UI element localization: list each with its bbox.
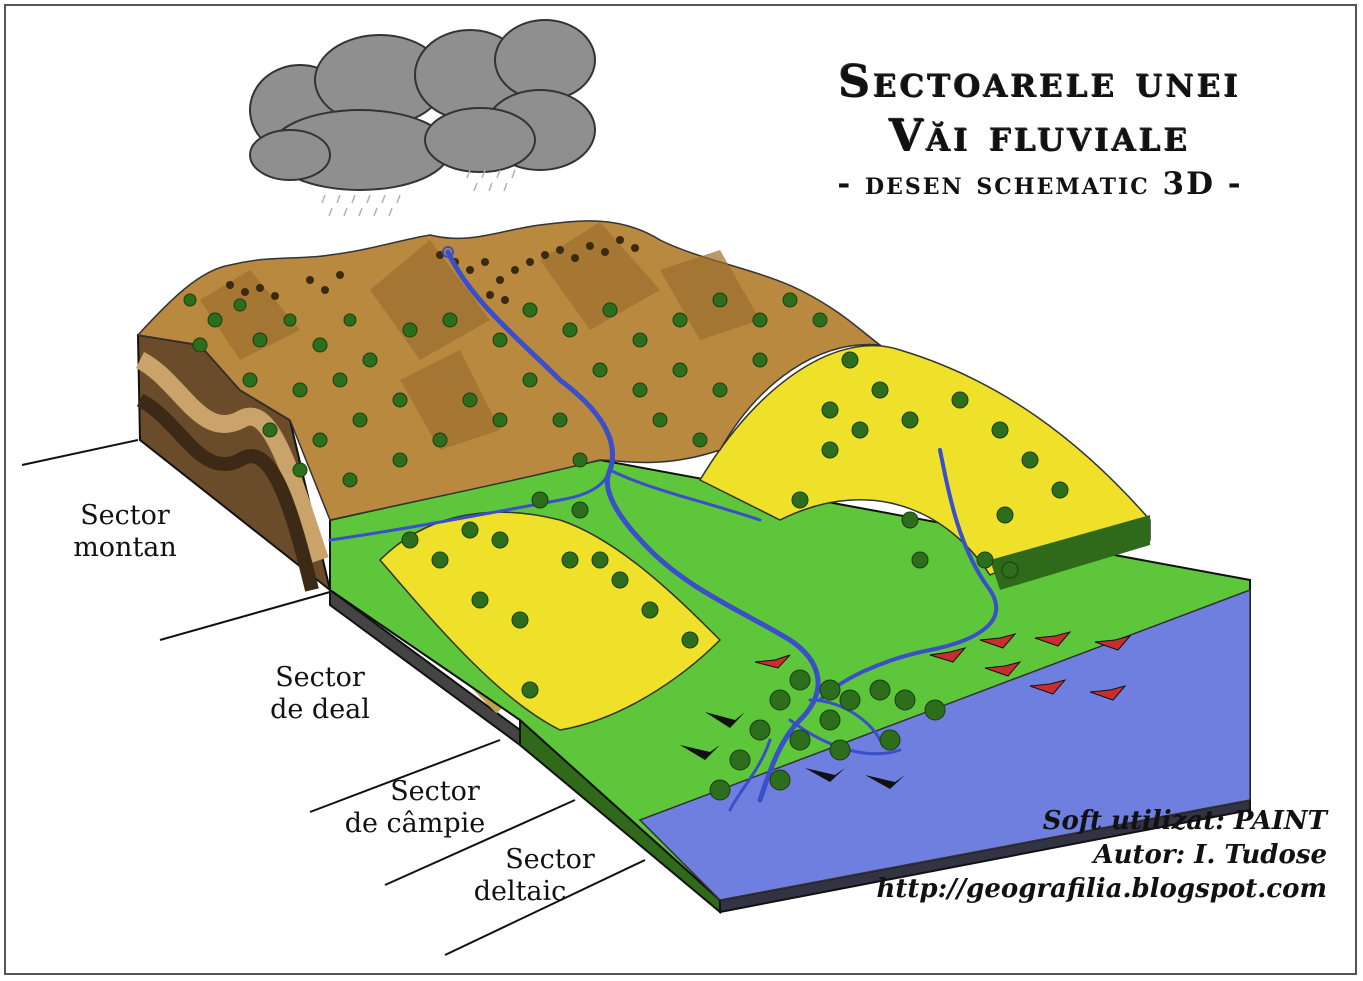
title-line-3: - desen schematic 3D - (837, 166, 1243, 202)
flamingos (754, 631, 1132, 701)
sector-label-line: montan (73, 532, 177, 563)
sector-label-montan: Sector montan (60, 500, 190, 564)
title-line-1: Sectoarele unei (838, 57, 1242, 108)
sector-label-line: Sector (505, 844, 595, 875)
river (328, 249, 999, 812)
sector-label-deal: Sector de deal (250, 662, 390, 726)
sector-label-campie: Sector de câmpie (330, 776, 500, 840)
rain-clouds (249, 19, 596, 217)
sector-label-line: Sector (390, 776, 480, 807)
sector-label-line: deltaic (473, 876, 567, 907)
sector-label-line: de câmpie (344, 808, 486, 839)
sea (638, 588, 1251, 901)
credit-software: Soft utilizat: PAINT (1042, 806, 1327, 836)
sector-label-line: Sector (80, 500, 170, 531)
credits: Soft utilizat: PAINT Autor: I. Tudose ht… (876, 804, 1327, 906)
forest (183, 292, 1069, 801)
river-source-icon (442, 246, 454, 258)
sector-label-line: Sector (275, 662, 365, 693)
hill-region-right (698, 345, 1151, 576)
credit-url[interactable]: http://geografilia.blogspot.com (876, 874, 1327, 904)
credit-author: Autor: I. Tudose (1093, 840, 1327, 870)
title-line-2: Văi fluviale (889, 111, 1191, 162)
sector-pointer-lines (21, 439, 646, 956)
sector-label-deltaic: Sector deltaic (430, 844, 610, 908)
diagram-title: Sectoarele unei Văi fluviale - desen sch… (760, 56, 1320, 204)
sector-label-line: de deal (270, 694, 370, 725)
birds (680, 712, 905, 789)
